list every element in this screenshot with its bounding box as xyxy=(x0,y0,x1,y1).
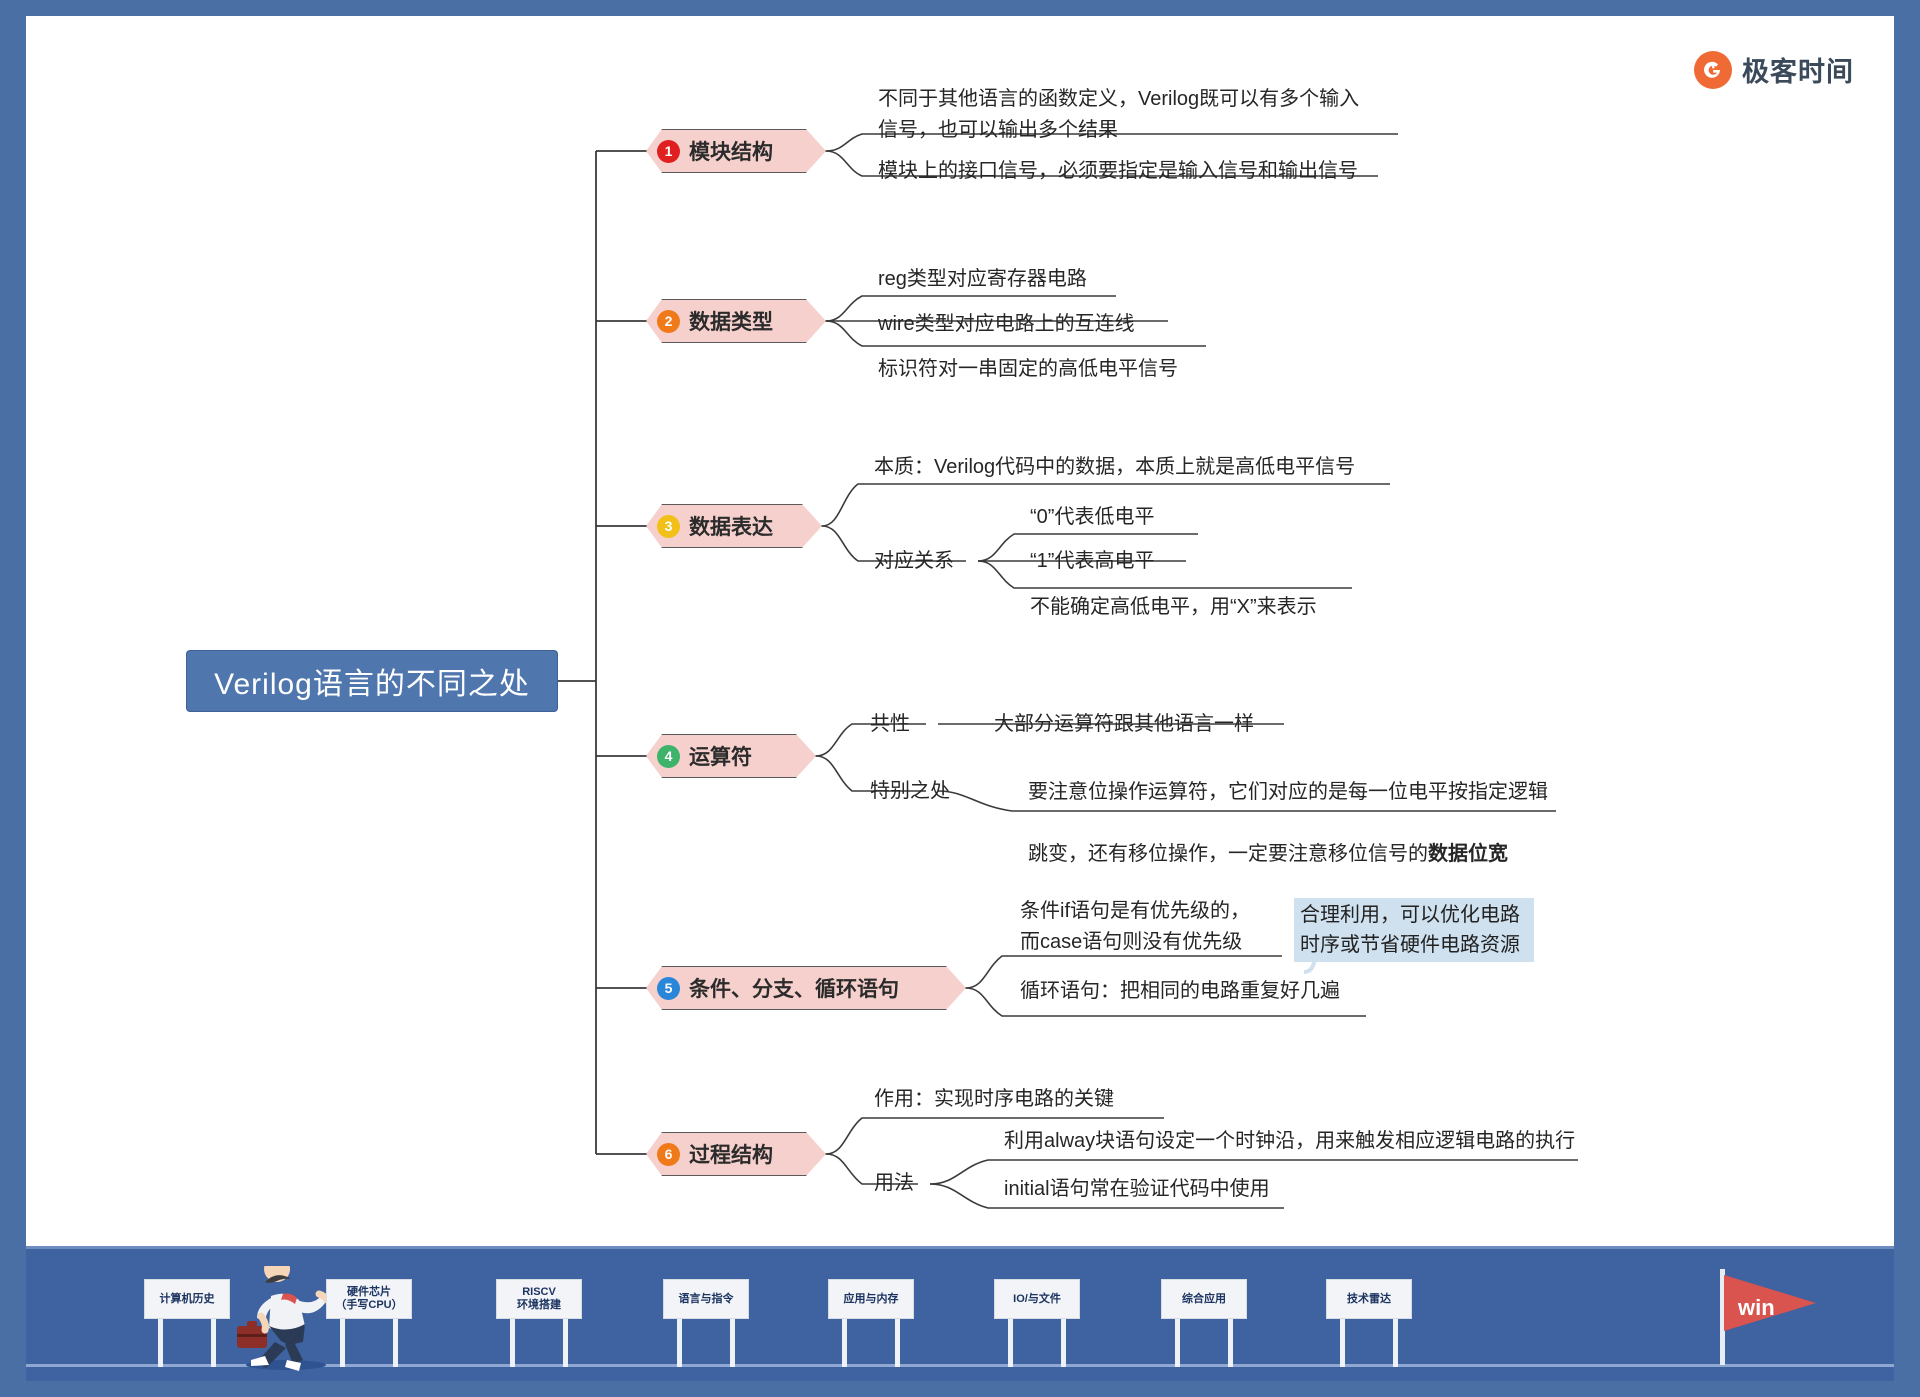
branch-node-4[interactable]: 4 运算符 xyxy=(646,734,816,778)
timeline-sign-3: RISCV 环境搭建 xyxy=(496,1279,582,1319)
flag-pole xyxy=(1720,1269,1725,1365)
branch-label-3: 数据表达 xyxy=(689,516,773,539)
post-leg-right xyxy=(1228,1319,1233,1367)
timeline-post-4[interactable]: 语言与指令 xyxy=(663,1279,749,1367)
post-leg-right xyxy=(563,1319,568,1367)
timeline-sign-4: 语言与指令 xyxy=(663,1279,749,1319)
branch-label-4: 运算符 xyxy=(689,746,752,769)
leaf-3-1-3: 不能确定高低电平，用“X”来表示 xyxy=(1030,596,1317,618)
finish-label: win xyxy=(1738,1295,1775,1320)
timeline-sign-5: 应用与内存 xyxy=(828,1279,914,1319)
branch-badge-1: 1 xyxy=(657,140,680,163)
timeline-post-8[interactable]: 技术雷达 xyxy=(1326,1279,1412,1367)
timeline-sign-7: 综合应用 xyxy=(1161,1279,1247,1319)
timeline-sign-1: 计算机历史 xyxy=(144,1279,230,1319)
branch-node-3[interactable]: 3 数据表达 xyxy=(646,504,822,548)
timeline-sign-1-line1: 计算机历史 xyxy=(159,1292,215,1305)
timeline-post-7[interactable]: 综合应用 xyxy=(1161,1279,1247,1367)
branch-badge-5: 5 xyxy=(657,977,680,1000)
timeline-sign-3-line1: RISCV xyxy=(522,1286,556,1298)
course-timeline-footer: 计算机历史 硬件芯片 （手写CPU） RISCV 环境搭建 语言与指 xyxy=(26,1246,1894,1381)
leaf-4-2-1: 要注意位操作运算符，它们对应的是每一位电平按指定逻辑 跳变，还有移位操作，一定要… xyxy=(1028,746,1588,901)
branch-label-6: 过程结构 xyxy=(689,1144,773,1167)
leaf-6-1-2: initial语句常在验证代码中使用 xyxy=(1004,1178,1270,1200)
post-leg-left xyxy=(510,1319,515,1367)
branch-label-5: 条件、分支、循环语句 xyxy=(689,978,899,1001)
timeline-sign-8: 技术雷达 xyxy=(1326,1279,1412,1319)
leaf-4-2-1-line1: 要注意位操作运算符，它们对应的是每一位电平按指定逻辑 xyxy=(1028,781,1548,803)
timeline-sign-7-line1: 综合应用 xyxy=(1182,1292,1226,1305)
timeline-sign-2-line1: 硬件芯片 xyxy=(347,1286,391,1298)
timeline-sign-6: IO/与文件 xyxy=(994,1279,1080,1319)
leaf-4-1-1: 大部分运算符跟其他语言一样 xyxy=(994,713,1254,735)
brand-name: 极客时间 xyxy=(1742,57,1854,87)
post-leg-right xyxy=(393,1319,398,1367)
mid-label-4-1: 共性 xyxy=(870,713,910,735)
mid-label-3-1: 对应关系 xyxy=(874,550,954,572)
leaf-3-1-2: “1”代表高电平 xyxy=(1030,550,1155,572)
leaf-2-3: 标识符对一串固定的高低电平信号 xyxy=(878,358,1178,380)
leaf-6-1: 作用：实现时序电路的关键 xyxy=(874,1088,1114,1110)
post-leg-left xyxy=(842,1319,847,1367)
branch-label-1: 模块结构 xyxy=(689,141,773,164)
timeline-sign-8-line1: 技术雷达 xyxy=(1347,1292,1391,1305)
branch-badge-3: 3 xyxy=(657,515,680,538)
branch-badge-2: 2 xyxy=(657,310,680,333)
leaf-1-2: 模块上的接口信号，必须要指定是输入信号和输出信号 xyxy=(878,160,1358,182)
post-leg-left xyxy=(340,1319,345,1367)
post-leg-right xyxy=(211,1319,216,1367)
leaf-5-1: 条件if语句是有优先级的， 而case语句则没有优先级 xyxy=(1020,900,1250,953)
post-leg-right xyxy=(1061,1319,1066,1367)
timeline-post-5[interactable]: 应用与内存 xyxy=(828,1279,914,1367)
branch-label-2: 数据类型 xyxy=(689,311,773,334)
branch-node-5[interactable]: 5 条件、分支、循环语句 xyxy=(646,966,966,1010)
timeline-sign-6-line1: IO/与文件 xyxy=(1013,1292,1061,1305)
post-leg-right xyxy=(1393,1319,1398,1367)
branch-badge-6: 6 xyxy=(657,1143,680,1166)
post-leg-left xyxy=(158,1319,163,1367)
leaf-4-2-1-line2: 跳变，还有移位操作，一定要注意移位信号的数据位宽 xyxy=(1028,843,1508,865)
timeline-sign-3-line2: 环境搭建 xyxy=(517,1299,561,1311)
root-title: Verilog语言的不同之处 xyxy=(214,668,530,701)
mid-label-4-2: 特别之处 xyxy=(870,780,950,802)
leaf-2-1: reg类型对应寄存器电路 xyxy=(878,268,1087,290)
timeline-post-1[interactable]: 计算机历史 xyxy=(144,1279,230,1367)
finish-flag-icon[interactable]: win xyxy=(1716,1269,1836,1365)
geek-time-logo-icon xyxy=(1694,50,1732,89)
branch-badge-4: 4 xyxy=(657,745,680,768)
post-leg-left xyxy=(1340,1319,1345,1367)
highlight-note-5: 合理利用，可以优化电路 时序或节省硬件电路资源 xyxy=(1294,898,1534,962)
timeline-rail xyxy=(26,1364,1894,1367)
leaf-3-1: 本质：Verilog代码中的数据，本质上就是高低电平信号 xyxy=(874,456,1356,478)
post-leg-left xyxy=(677,1319,682,1367)
timeline-sign-2-line2: （手写CPU） xyxy=(335,1299,403,1311)
leaf-6-1-1: 利用alway块语句设定一个时钟沿，用来触发相应逻辑电路的执行 xyxy=(1004,1130,1576,1152)
mindmap-canvas: 极客时间 xyxy=(26,16,1894,1381)
leaf-4-2-1-bold: 数据位宽 xyxy=(1428,843,1508,865)
branch-node-1[interactable]: 1 模块结构 xyxy=(646,129,826,173)
timeline-sign-5-line1: 应用与内存 xyxy=(843,1292,899,1305)
brand-logo: 极客时间 xyxy=(1694,50,1854,89)
branch-node-2[interactable]: 2 数据类型 xyxy=(646,299,826,343)
post-leg-left xyxy=(1008,1319,1013,1367)
root-node[interactable]: Verilog语言的不同之处 xyxy=(186,650,558,712)
post-leg-left xyxy=(1175,1319,1180,1367)
leaf-2-2: wire类型对应电路上的互连线 xyxy=(878,313,1135,335)
timeline-sign-4-line1: 语言与指令 xyxy=(678,1292,734,1305)
leaf-3-1-1: “0”代表低电平 xyxy=(1030,506,1155,528)
timeline-post-2[interactable]: 硬件芯片 （手写CPU） xyxy=(326,1279,412,1367)
timeline-post-3[interactable]: RISCV 环境搭建 xyxy=(496,1279,582,1367)
leaf-5-2: 循环语句：把相同的电路重复好几遍 xyxy=(1020,980,1340,1002)
post-leg-right xyxy=(730,1319,735,1367)
timeline-sign-2: 硬件芯片 （手写CPU） xyxy=(326,1279,412,1319)
mid-label-6-1: 用法 xyxy=(874,1172,914,1194)
branch-node-6[interactable]: 6 过程结构 xyxy=(646,1132,826,1176)
running-person-icon xyxy=(237,1266,331,1371)
timeline-post-6[interactable]: IO/与文件 xyxy=(994,1279,1080,1367)
leaf-1-1: 不同于其他语言的函数定义，Verilog既可以有多个输入 信号，也可以输出多个结… xyxy=(878,88,1360,141)
post-leg-right xyxy=(895,1319,900,1367)
